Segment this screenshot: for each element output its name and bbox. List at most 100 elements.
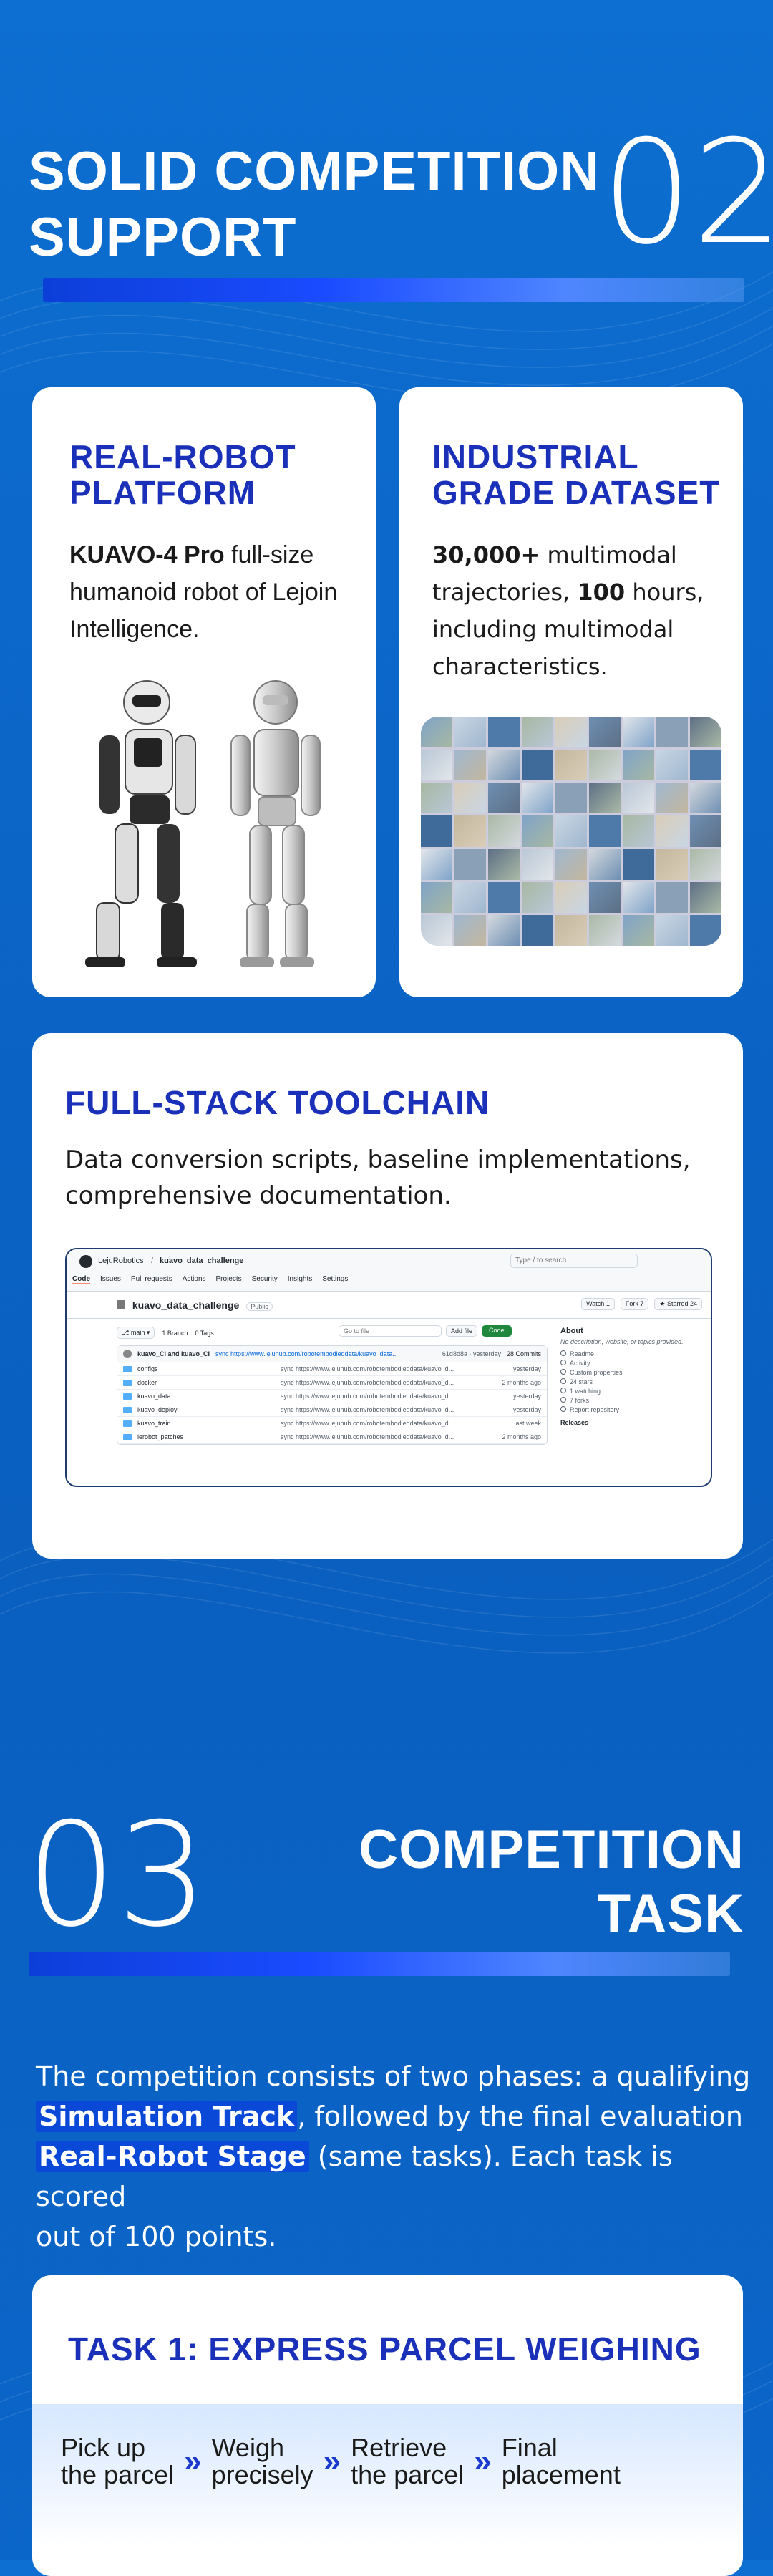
- task1-steps-bg: [32, 2404, 743, 2547]
- folder-icon: [123, 1433, 132, 1440]
- card-industrial-dataset: INDUSTRIAL GRADE DATASET 30,000+ multimo…: [399, 387, 743, 997]
- commit-authors[interactable]: kuavo_CI and kuavo_CI: [137, 1350, 210, 1357]
- about-item-icon: [560, 1350, 566, 1356]
- commits-count[interactable]: 28 Commits: [506, 1350, 541, 1357]
- github-tab-code[interactable]: Code: [72, 1275, 90, 1284]
- file-time: yesterday: [512, 1393, 541, 1400]
- dataset-thumbnail: [589, 815, 621, 847]
- dataset-thumbnail: [522, 848, 553, 880]
- github-search-input[interactable]: Type / to search: [510, 1254, 638, 1268]
- dataset-thumbnail: [522, 717, 553, 748]
- file-commit-message[interactable]: sync https://www.lejuhub.com/robotembodi…: [281, 1365, 454, 1372]
- commit-hash[interactable]: 61d8d8a · yesterday: [442, 1350, 501, 1357]
- add-file-button[interactable]: Add file: [446, 1325, 478, 1337]
- dataset-thumbnail: [555, 815, 587, 847]
- dataset-thumbnail: [454, 717, 486, 748]
- repo-icon: [117, 1300, 125, 1309]
- about-item[interactable]: Report repository: [560, 1405, 696, 1415]
- task1-title: TASK 1: EXPRESS PARCEL WEIGHING: [68, 2330, 701, 2368]
- github-repo-actions: Watch 1 Fork 7 ★ Starred 24: [581, 1298, 702, 1310]
- about-item[interactable]: Activity: [560, 1359, 696, 1368]
- github-tab-settings[interactable]: Settings: [322, 1275, 349, 1283]
- code-button[interactable]: Code: [482, 1325, 512, 1337]
- toolchain-text-line1: Data conversion scripts, baseline implem…: [65, 1146, 691, 1174]
- commit-message[interactable]: sync https://www.lejuhub.com/robotembodi…: [215, 1350, 398, 1357]
- file-commit-message[interactable]: sync https://www.lejuhub.com/robotembodi…: [281, 1420, 454, 1427]
- dataset-thumbnail: [589, 881, 621, 913]
- dataset-thumbnail: [656, 848, 688, 880]
- github-repo-name[interactable]: kuavo_data_challenge: [160, 1256, 244, 1265]
- dataset-bold2: 100: [577, 578, 626, 606]
- releases-title: Releases: [560, 1419, 589, 1426]
- dataset-thumbnail: [454, 881, 486, 913]
- file-commit-message[interactable]: sync https://www.lejuhub.com/robotembodi…: [281, 1393, 454, 1400]
- visibility-badge: Public: [246, 1302, 273, 1311]
- about-item[interactable]: Readme: [560, 1350, 696, 1359]
- starred-button[interactable]: ★ Starred 24: [654, 1298, 702, 1310]
- file-name[interactable]: kuavo_train: [137, 1420, 171, 1427]
- about-item-icon: [560, 1397, 566, 1403]
- file-name[interactable]: configs: [137, 1365, 158, 1372]
- dataset-thumbnail: [656, 914, 688, 946]
- fork-button[interactable]: Fork 7: [620, 1298, 649, 1310]
- dataset-thumbnail: [522, 914, 553, 946]
- dataset-thumbnail: [623, 881, 654, 913]
- section2-number: 02: [601, 110, 773, 276]
- file-time: 2 months ago: [502, 1433, 541, 1440]
- github-tab-issues[interactable]: Issues: [100, 1275, 121, 1283]
- github-repo-screenshot: LejuRobotics / kuavo_data_challenge Type…: [65, 1248, 712, 1487]
- dataset-thumbnail: [589, 717, 621, 748]
- table-row[interactable]: kuavo_train sync https://www.lejuhub.com/…: [117, 1417, 547, 1430]
- file-name[interactable]: kuavo_data: [137, 1393, 171, 1400]
- platform-text-line3: Intelligence.: [69, 616, 200, 643]
- dataset-thumbnail: [690, 750, 721, 781]
- section2-title-line2: SUPPORT: [29, 207, 297, 268]
- table-row[interactable]: docker sync https://www.lejuhub.com/robot…: [117, 1376, 547, 1390]
- github-file-actions: Go to file Add file Code: [339, 1325, 512, 1337]
- toolchain-text: Data conversion scripts, baseline implem…: [65, 1142, 691, 1214]
- table-row[interactable]: configs sync https://www.lejuhub.com/robo…: [117, 1362, 547, 1376]
- card-dataset-title-line1: INDUSTRIAL: [432, 438, 639, 475]
- file-time: last week: [514, 1420, 541, 1427]
- branch-count[interactable]: 1 Branch: [162, 1329, 188, 1337]
- file-name[interactable]: lerobot_patches: [137, 1433, 184, 1440]
- dataset-thumbnail: [555, 717, 587, 748]
- dataset-thumbnail: [656, 750, 688, 781]
- dataset-thumbnail: [488, 848, 520, 880]
- about-item[interactable]: 1 watching: [560, 1387, 696, 1396]
- platform-text-rest1: full-size: [224, 541, 314, 568]
- dataset-thumbnail: [488, 914, 520, 946]
- double-chevron-right-icon: »: [323, 2444, 341, 2479]
- about-item[interactable]: 7 forks: [560, 1396, 696, 1405]
- go-to-file-input[interactable]: Go to file: [339, 1325, 442, 1337]
- github-tab-security[interactable]: Security: [251, 1275, 278, 1283]
- file-name[interactable]: kuavo_deploy: [137, 1406, 178, 1413]
- github-tab-insights[interactable]: Insights: [287, 1275, 313, 1283]
- tag-count[interactable]: 0 Tags: [195, 1329, 214, 1337]
- toolchain-title: FULL-STACK TOOLCHAIN: [65, 1084, 490, 1121]
- github-tab-pull-requests[interactable]: Pull requests: [130, 1275, 172, 1283]
- github-org[interactable]: LejuRobotics: [98, 1256, 144, 1265]
- about-item[interactable]: 24 stars: [560, 1377, 696, 1387]
- file-commit-message[interactable]: sync https://www.lejuhub.com/robotembodi…: [281, 1379, 454, 1386]
- file-name[interactable]: docker: [137, 1379, 157, 1386]
- table-row[interactable]: kuavo_deploy sync https://www.lejuhub.com…: [117, 1403, 547, 1417]
- table-row[interactable]: lerobot_patches sync https://www.lejuhub.…: [117, 1430, 547, 1444]
- branch-selector[interactable]: ⎇ main ▾: [117, 1327, 155, 1339]
- folder-icon: [123, 1393, 132, 1400]
- dataset-thumbnail: [522, 750, 553, 781]
- dataset-thumbnail: [690, 717, 721, 748]
- watch-button[interactable]: Watch 1: [581, 1298, 615, 1310]
- dataset-thumbnail: [421, 783, 452, 814]
- dataset-thumbnail: [522, 783, 553, 814]
- file-commit-message[interactable]: sync https://www.lejuhub.com/robotembodi…: [281, 1406, 454, 1413]
- dataset-thumbnail: [522, 815, 553, 847]
- github-tab-projects[interactable]: Projects: [215, 1275, 242, 1283]
- about-item[interactable]: Custom properties: [560, 1368, 696, 1377]
- table-row[interactable]: kuavo_data sync https://www.lejuhub.com/r…: [117, 1390, 547, 1403]
- dataset-thumbnail: [623, 783, 654, 814]
- github-tab-actions[interactable]: Actions: [182, 1275, 206, 1283]
- file-commit-message[interactable]: sync https://www.lejuhub.com/robotembodi…: [281, 1433, 454, 1440]
